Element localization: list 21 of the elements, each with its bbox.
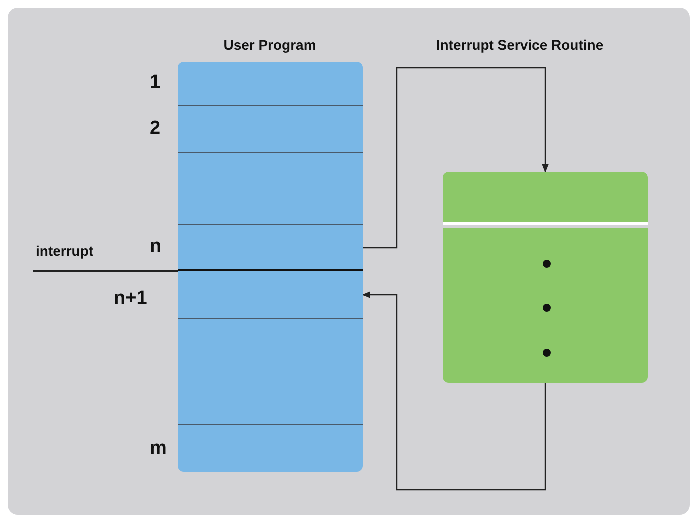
routine-section xyxy=(443,228,648,383)
program-row xyxy=(178,271,363,319)
program-row xyxy=(178,62,363,106)
arrow xyxy=(363,67,549,249)
routine-section xyxy=(443,172,648,225)
program-row xyxy=(178,425,363,472)
row-number: m xyxy=(150,438,167,460)
row-number: n+1 xyxy=(114,288,148,310)
program-row xyxy=(178,153,363,225)
routine-box xyxy=(443,172,648,383)
column-heading: Interrupt Service Routine xyxy=(436,37,604,53)
interrupt-label: interrupt xyxy=(36,243,94,259)
row-number: 1 xyxy=(150,72,161,94)
arrow xyxy=(362,292,546,491)
interrupt-line xyxy=(33,270,178,272)
program-row xyxy=(178,106,363,153)
row-number: 2 xyxy=(150,118,161,140)
row-number: n xyxy=(150,236,162,258)
program-row xyxy=(178,225,363,271)
column-heading: User Program xyxy=(224,37,316,53)
program-row xyxy=(178,319,363,425)
